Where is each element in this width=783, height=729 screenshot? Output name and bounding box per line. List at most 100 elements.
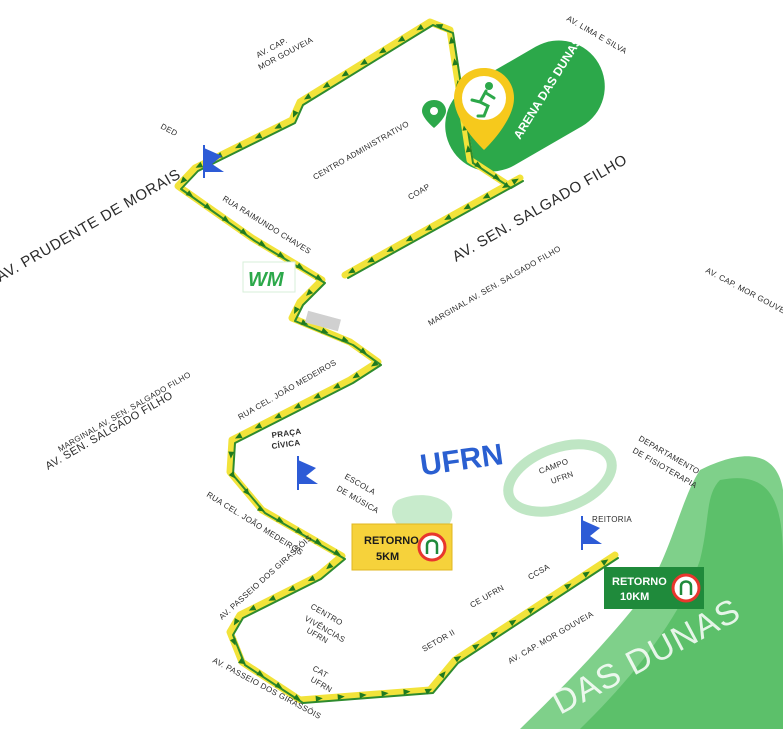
- direction-arrow-icon: [397, 35, 406, 42]
- direction-arrow-icon: [444, 213, 452, 221]
- direction-arrow-icon: [274, 682, 283, 689]
- direction-arrow-icon: [256, 505, 265, 512]
- direction-arrow-icon: [490, 631, 498, 639]
- direction-arrow-icon: [333, 382, 341, 389]
- direction-arrow-icon: [314, 274, 323, 281]
- direction-arrow-icon: [465, 145, 472, 153]
- direction-arrow-icon: [228, 471, 236, 479]
- route-gray-marker: [305, 310, 341, 332]
- direction-arrow-icon: [185, 190, 194, 197]
- direction-arrows: [180, 24, 609, 702]
- direction-arrow-icon: [341, 70, 350, 77]
- u-turn-icon: [671, 573, 701, 603]
- label-marginal-left: MARGINAL AV. SEN. SALGADO FILHO: [57, 370, 193, 454]
- direction-arrow-icon: [292, 110, 299, 118]
- direction-arrow-icon: [545, 595, 554, 602]
- label-praca-civica-1: PRAÇA: [271, 427, 302, 440]
- direction-arrow-icon: [304, 93, 312, 100]
- label-coap: COAP: [407, 182, 432, 202]
- direction-arrow-icon: [234, 432, 243, 439]
- direction-arrow-icon: [307, 575, 316, 582]
- direction-arrow-icon: [258, 240, 266, 247]
- direction-arrow-icon: [314, 538, 322, 545]
- direction-arrow-icon: [352, 372, 360, 379]
- direction-arrow-icon: [511, 178, 519, 185]
- direction-arrow-icon: [416, 24, 424, 31]
- label-av-prudente-de-morais: AV. PRUDENTE DE MORAIS: [0, 166, 184, 286]
- direction-arrow-icon: [315, 695, 323, 702]
- campo-ufrn-track: [503, 439, 617, 517]
- label-av-sen-salgado-filho-left: AV. SEN. SALGADO FILHO: [44, 390, 176, 473]
- retorno-5km-line2: 5KM: [376, 551, 399, 563]
- direction-arrow-icon: [337, 694, 345, 701]
- direction-arrow-icon: [482, 192, 491, 199]
- direction-arrow-icon: [248, 604, 257, 611]
- direction-arrow-icon: [453, 655, 462, 663]
- direction-arrow-icon: [438, 671, 446, 679]
- direction-arrow-icon: [582, 571, 590, 578]
- running-person-pin-icon: [454, 68, 514, 150]
- direction-arrow-icon: [195, 161, 204, 168]
- label-ce-ufrn: CE UFRN: [469, 583, 506, 610]
- direction-arrow-icon: [403, 689, 411, 696]
- direction-arrow-icon: [233, 617, 240, 626]
- location-pin-icon: [422, 100, 446, 128]
- direction-arrow-icon: [359, 347, 367, 355]
- direction-arrow-icon: [501, 181, 510, 189]
- direction-arrow-icon: [274, 412, 282, 419]
- direction-arrow-icon: [203, 202, 212, 210]
- direction-arrow-icon: [306, 288, 314, 296]
- ufrn-logo-text: UFRN: [418, 438, 505, 482]
- direction-arrow-icon: [381, 690, 389, 697]
- direction-arrow-icon: [360, 58, 368, 65]
- retorno-10km-line1: RETORNO: [612, 576, 667, 588]
- direction-arrow-icon: [235, 142, 243, 149]
- direction-arrow-icon: [293, 402, 302, 409]
- direction-arrow-icon: [370, 360, 379, 367]
- direction-arrow-icon: [452, 58, 459, 66]
- direction-arrow-icon: [348, 267, 356, 274]
- retorno-10km-badge: RETORNO 10KM: [604, 567, 704, 609]
- flag-icon: [581, 516, 602, 550]
- direction-arrow-icon: [341, 336, 349, 342]
- direction-arrow-icon: [313, 392, 321, 399]
- direction-arrow-icon: [300, 319, 309, 325]
- direction-arrow-icon: [474, 161, 482, 168]
- label-praca-civica-2: CÍVICA: [271, 438, 301, 451]
- direction-arrow-icon: [296, 262, 304, 269]
- direction-arrow-icon: [277, 251, 285, 258]
- direction-arrow-icon: [268, 594, 277, 601]
- label-setor-ii: SETOR II: [421, 628, 457, 654]
- direction-arrow-icon: [564, 583, 572, 590]
- direction-arrow-icon: [359, 692, 367, 699]
- wm-logo: WM: [242, 261, 296, 293]
- direction-arrow-icon: [295, 527, 303, 534]
- direction-arrow-icon: [256, 669, 264, 677]
- label-campo-ufrn-2: UFRN: [550, 469, 575, 485]
- direction-arrow-icon: [237, 657, 246, 665]
- direction-arrow-icon: [435, 24, 444, 30]
- ufrn-logo: UFRN: [418, 438, 505, 482]
- label-av-passeio-dos-girassois-1: AV. PASSEIO DOS GIRASSÓIS: [217, 533, 313, 621]
- label-av-cap-mor-gouveia-right: AV. CAP. MOR GOUVEIA: [704, 266, 783, 320]
- direction-arrow-icon: [228, 451, 235, 459]
- direction-arrow-icon: [600, 559, 609, 566]
- direction-arrow-icon: [463, 203, 472, 210]
- label-cat-ufrn-2: UFRN: [309, 675, 334, 695]
- label-ccsa: CCSA: [527, 562, 552, 582]
- direction-arrow-icon: [424, 688, 433, 695]
- direction-arrow-icon: [333, 549, 341, 556]
- direction-arrow-icon: [254, 132, 263, 139]
- direction-arrow-icon: [221, 215, 230, 222]
- flag-icon: [297, 456, 318, 490]
- label-reitoria: REITORIA: [592, 515, 632, 524]
- direction-arrow-icon: [405, 235, 414, 242]
- wm-logo-text: WM: [248, 269, 285, 291]
- label-marginal-right: MARGINAL AV. SEN. SALGADO FILHO: [427, 244, 563, 328]
- direction-arrow-icon: [254, 422, 263, 429]
- direction-arrow-icon: [294, 306, 300, 314]
- direction-arrow-icon: [229, 637, 236, 646]
- direction-arrow-icon: [274, 122, 283, 129]
- direction-arrow-icon: [326, 562, 334, 570]
